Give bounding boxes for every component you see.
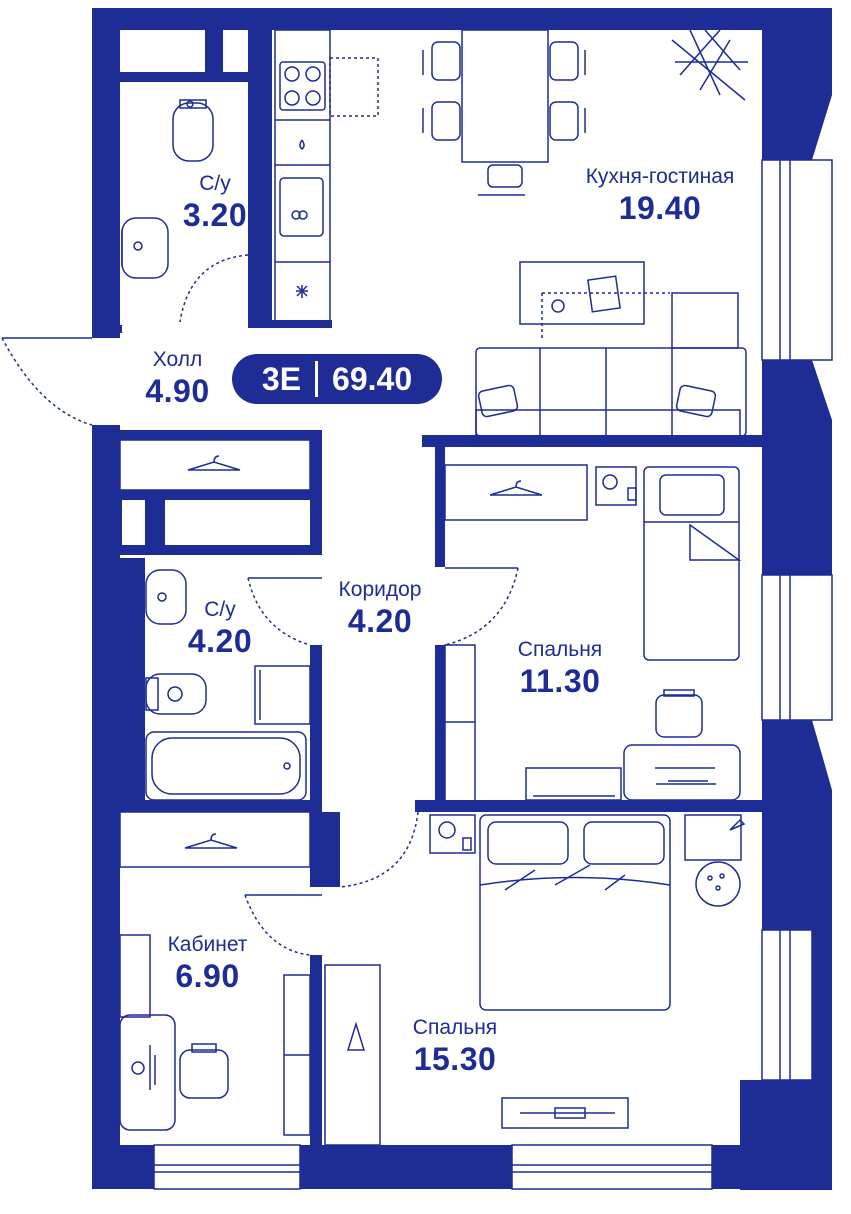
room-hall-name: Холл bbox=[152, 348, 203, 371]
room-corridor-label: Коридор 4.20 bbox=[320, 578, 440, 640]
hanger-icon bbox=[346, 1021, 366, 1051]
badge-divider bbox=[315, 361, 319, 397]
room-kitchen-name: Кухня-гостиная bbox=[585, 165, 735, 188]
window-bedroom1 bbox=[761, 574, 833, 721]
room-bath2-name: С/у bbox=[204, 598, 236, 621]
window-study bbox=[153, 1144, 301, 1190]
room-bedroom2-name: Спальня bbox=[412, 1016, 498, 1039]
room-corridor-name: Коридор bbox=[338, 578, 422, 601]
room-bath1-name: С/у bbox=[199, 172, 231, 195]
apartment-total-area: 69.40 bbox=[332, 360, 413, 397]
window-bedroom2 bbox=[761, 929, 813, 1081]
room-bath2-area: 4.20 bbox=[187, 623, 253, 659]
furniture bbox=[1, 29, 833, 1190]
room-bedroom1-name: Спальня bbox=[517, 638, 603, 661]
room-bedroom1-area: 11.30 bbox=[519, 663, 601, 699]
room-study-area: 6.90 bbox=[175, 958, 240, 994]
room-bedroom1-label: Спальня 11.30 bbox=[500, 638, 620, 700]
window-kitchen bbox=[761, 159, 833, 361]
room-study-name: Кабинет bbox=[167, 933, 248, 956]
walls bbox=[92, 8, 832, 1190]
hanger-icon bbox=[187, 455, 241, 471]
hanger-icon bbox=[184, 833, 238, 849]
window-bedroom2-bottom bbox=[511, 1144, 713, 1190]
plant-icon bbox=[671, 29, 748, 101]
room-bedroom2-label: Спальня 15.30 bbox=[395, 1016, 515, 1078]
apartment-type: 3Е bbox=[261, 360, 302, 397]
room-corridor-area: 4.20 bbox=[347, 603, 413, 639]
room-bath1-area: 3.20 bbox=[182, 197, 248, 233]
room-bath2-label: С/у 4.20 bbox=[170, 598, 270, 660]
room-study-label: Кабинет 6.90 bbox=[150, 933, 265, 995]
room-kitchen-label: Кухня-гостиная 19.40 bbox=[555, 165, 765, 227]
apartment-badge: 3Е 69.40 bbox=[232, 354, 442, 404]
room-bedroom2-area: 15.30 bbox=[413, 1041, 497, 1077]
room-hall-label: Холл 4.90 bbox=[125, 348, 230, 410]
room-kitchen-area: 19.40 bbox=[618, 190, 702, 226]
room-bath1-label: С/у 3.20 bbox=[165, 172, 265, 234]
hanger-icon bbox=[489, 480, 543, 496]
room-hall-area: 4.90 bbox=[145, 373, 210, 409]
